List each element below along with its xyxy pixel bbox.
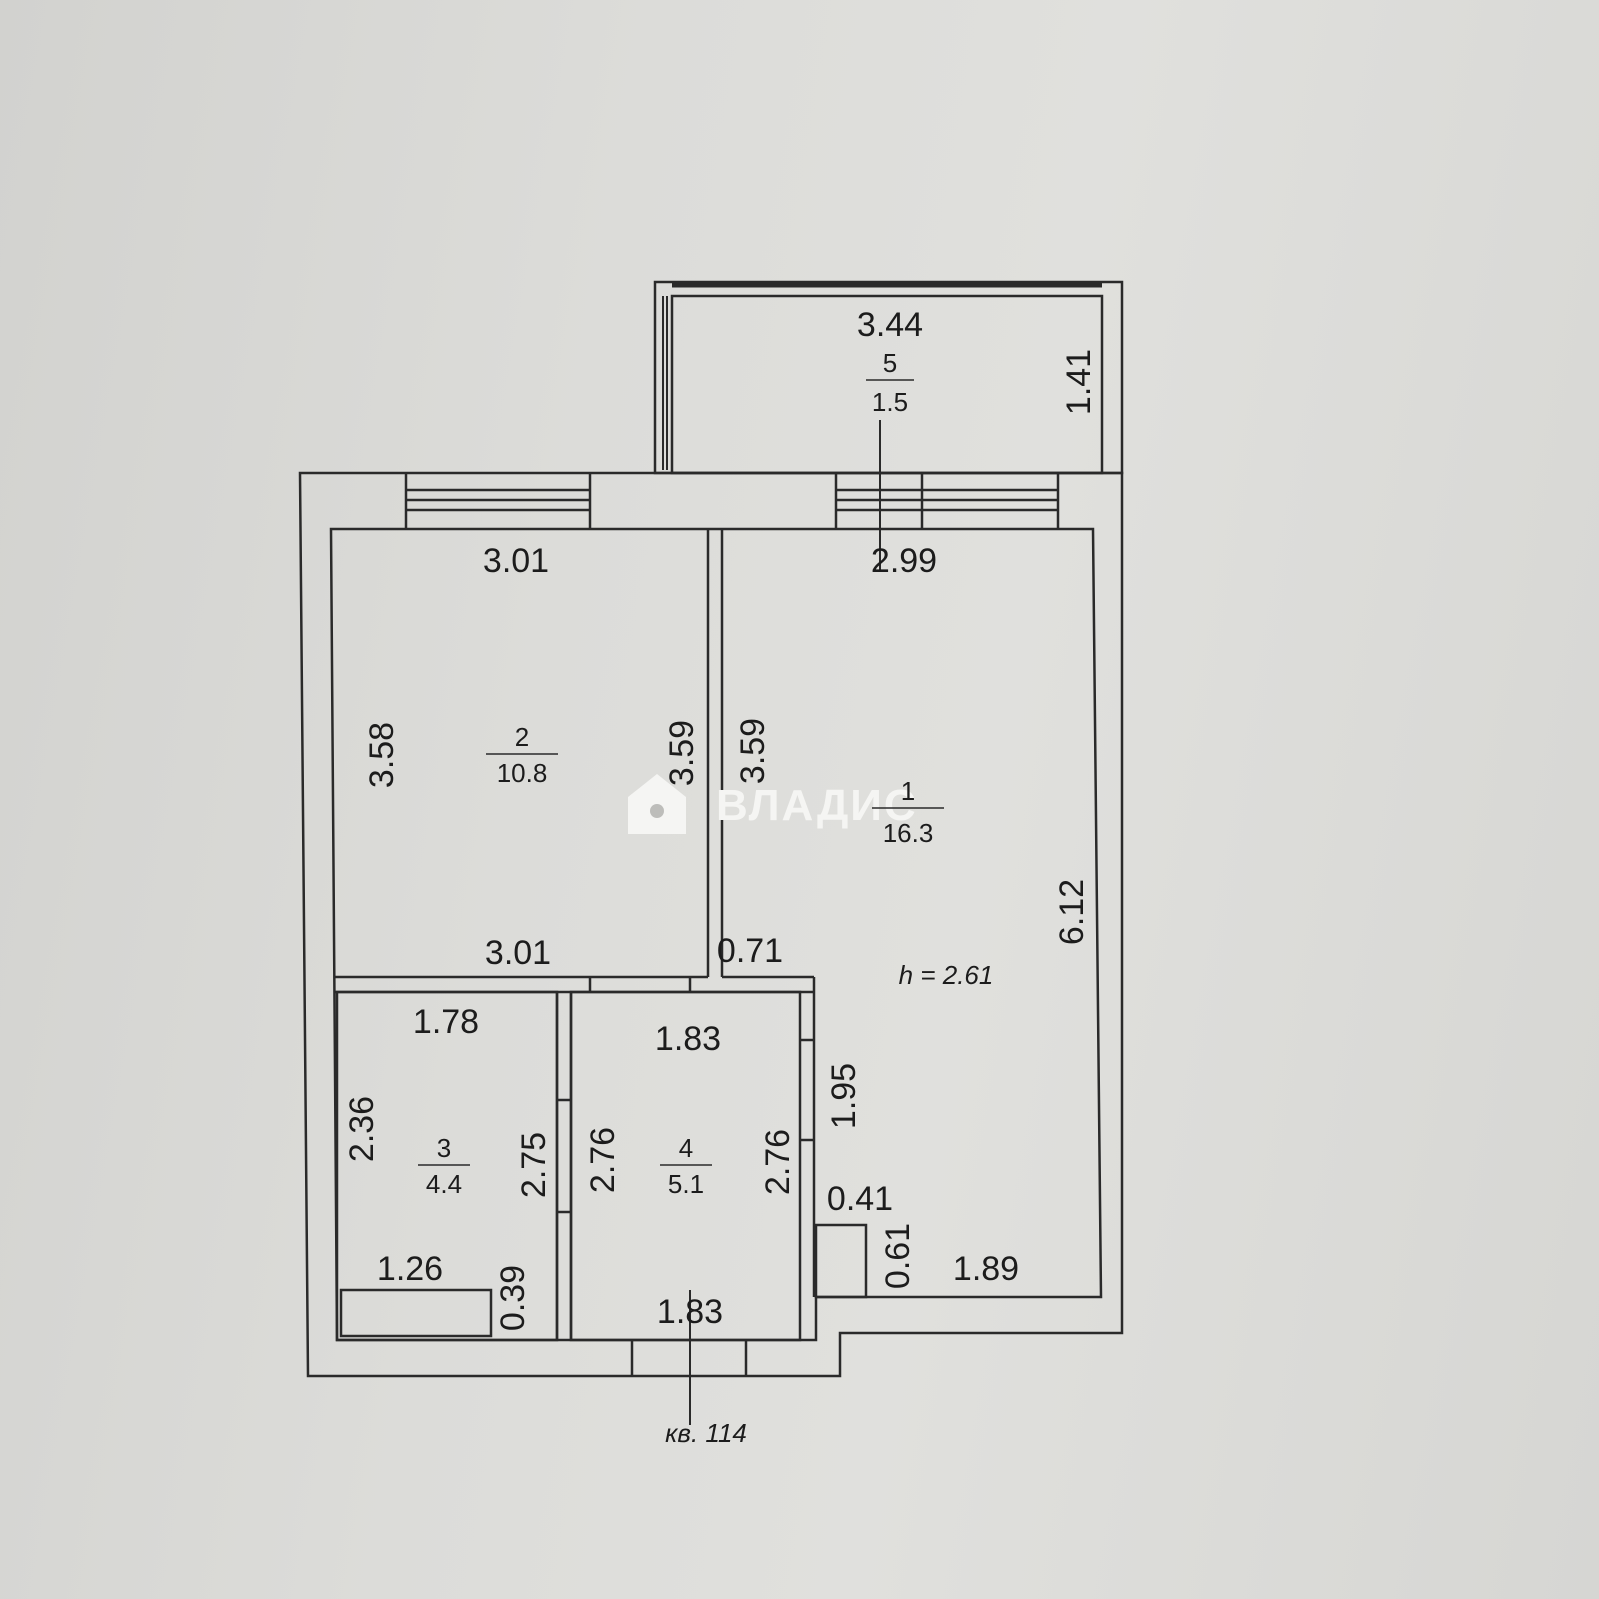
dim-room1-bottom: 1.89 [953,1250,1019,1288]
room-3-label: 3 4.4 [418,1133,470,1199]
dim-room4-top: 1.83 [655,1020,721,1058]
dim-room3-fixture-depth: 0.39 [494,1265,532,1331]
niche [814,1223,868,1299]
room-4-label: 4 5.1 [660,1133,712,1199]
balcony-inner [670,294,1104,475]
dim-niche-depth: 0.61 [879,1223,917,1289]
dim-balcony-length: 3.44 [857,306,923,344]
room-3-number: 3 [437,1133,451,1163]
room-4-outline [569,990,802,1342]
dim-room3-top: 1.78 [413,1003,479,1041]
dim-room2-right: 3.59 [663,720,701,786]
room-5-label: 5 1.5 [866,348,914,417]
window-right [834,473,1060,529]
room-5-number: 5 [883,348,897,378]
room-3-fixture [339,1288,493,1338]
room-2-label: 2 10.8 [486,722,558,788]
room-1-number: 1 [901,776,915,806]
room-2-number: 2 [515,722,529,752]
dim-niche-width: 0.41 [827,1180,893,1218]
walls [298,280,1124,1378]
dim-room3-right: 2.75 [515,1132,553,1198]
dim-room1-top: 2.99 [871,542,937,580]
dim-room2-left: 3.58 [363,722,401,788]
watermark-text: ВЛАДИС [716,781,918,830]
room-4-number: 4 [679,1133,693,1163]
ceiling-height: h = 2.61 [899,960,994,990]
room-5-area: 1.5 [872,387,908,417]
key-hole-icon [650,804,664,818]
dim-room4-bottom: 1.83 [657,1293,723,1331]
dim-corridor: 1.95 [825,1063,863,1129]
dim-room2-bottom: 3.01 [485,934,551,972]
dim-room1-step: 0.71 [717,932,783,970]
dim-room3-left: 2.36 [343,1096,381,1162]
apartment-number: кв. 114 [665,1418,747,1448]
outer-wall [298,471,1124,1378]
room-1-area: 16.3 [883,818,934,848]
dim-balcony-depth: 1.41 [1060,349,1098,415]
room-2-area: 10.8 [497,758,548,788]
dim-room2-top: 3.01 [483,542,549,580]
dim-room1-left: 3.59 [734,718,772,784]
dim-room1-right: 6.12 [1053,879,1091,945]
room-3-area: 4.4 [426,1169,462,1199]
dim-room4-left: 2.76 [584,1127,622,1193]
dim-room4-right: 2.76 [759,1129,797,1195]
window-left [404,473,592,529]
watermark: ВЛАДИС [628,774,918,834]
room-4-area: 5.1 [668,1169,704,1199]
room-1-label: 1 16.3 [872,776,944,848]
dim-room3-fixture-width: 1.26 [377,1250,443,1288]
